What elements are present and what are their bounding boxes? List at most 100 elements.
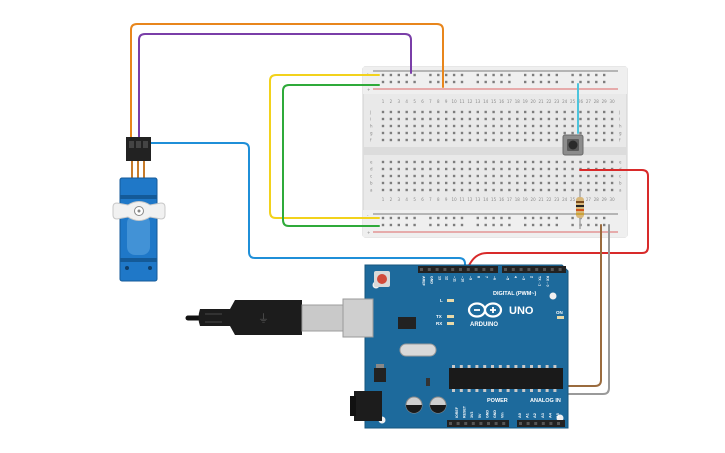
top-pin-label: ~9: [469, 276, 473, 280]
column-number-top: 16: [499, 99, 505, 104]
usb-chip: [398, 317, 416, 329]
column-number-bottom: 4: [405, 197, 408, 202]
breadboard-hole: [413, 117, 416, 121]
servo-power-wire[interactable]: [130, 23, 444, 139]
rail-hole: [429, 80, 432, 84]
rail-hole: [555, 216, 558, 220]
column-number-bottom: 24: [562, 197, 568, 202]
dc-power-jack[interactable]: [354, 391, 382, 421]
push-button-cap[interactable]: [568, 140, 578, 150]
breadboard-hole: [603, 181, 606, 185]
column-number-top: 28: [594, 99, 600, 104]
resistor: [576, 190, 584, 229]
power-pin-label: Vin: [501, 412, 505, 418]
top-pin-label: ~6: [493, 276, 497, 280]
breadboard-hole: [484, 174, 487, 178]
breadboard-hole: [452, 138, 456, 142]
breadboard-hole: [452, 131, 456, 135]
mount-hole-3: [556, 414, 564, 422]
rail-hole: [389, 216, 393, 220]
servo-mount-hole-2: [148, 266, 152, 270]
rail-hole: [508, 223, 511, 227]
breadboard-hole: [516, 188, 519, 192]
breadboard-hole: [429, 181, 432, 185]
power-pin-label: 3V3: [470, 412, 474, 418]
breadboard-hole: [531, 188, 535, 192]
breadboard-hole: [539, 124, 543, 128]
servo-signal-wire[interactable]: [149, 142, 466, 271]
reset-button[interactable]: [377, 274, 387, 284]
chip-leg: [522, 389, 526, 392]
rail-hole: [531, 80, 535, 84]
small-chip-1: [426, 378, 430, 386]
breadboard-hole: [587, 138, 590, 142]
breadboard-hole: [579, 117, 582, 121]
breadboard-hole: [508, 110, 511, 114]
header-hole: [443, 268, 447, 271]
rail-hole: [460, 73, 464, 77]
rail-hole: [381, 73, 385, 77]
breadboard-hole: [571, 124, 574, 128]
chip-leg: [530, 365, 533, 368]
breadboard-hole: [468, 167, 472, 171]
breadboard-hole: [595, 160, 598, 164]
breadboard-hole: [437, 110, 440, 114]
rail-hole: [603, 80, 606, 84]
breadboard-hole: [547, 160, 551, 164]
breadboard-hole: [563, 160, 566, 164]
rail-hole: [484, 223, 487, 227]
breadboard-hole: [555, 160, 558, 164]
breadboard-hole: [421, 188, 424, 192]
breadboard-hole: [508, 138, 511, 142]
rail-hole: [460, 216, 464, 220]
rail-link-yellow-wire[interactable]: [269, 74, 380, 219]
breadboard-hole: [381, 167, 385, 171]
push-button[interactable]: [562, 134, 584, 156]
breadboard-hole: [405, 181, 408, 185]
servo-ear-bottom: [120, 258, 157, 262]
rail-link-green-wire[interactable]: [282, 84, 380, 227]
header-hole: [543, 268, 546, 271]
rail-hole: [452, 216, 456, 220]
column-number-bottom: 10: [452, 197, 458, 202]
breadboard-holes: [381, 73, 614, 227]
breadboard-hole: [516, 110, 519, 114]
breadboard-hole: [405, 110, 408, 114]
breadboard-hole: [508, 181, 511, 185]
breadboard-hole: [508, 124, 511, 128]
chip-leg: [459, 365, 463, 368]
header-hole: [471, 422, 475, 425]
red-power-wire[interactable]: [465, 169, 649, 271]
breadboard-hole: [421, 110, 424, 114]
breadboard-hole: [397, 110, 400, 114]
rail-hole: [500, 216, 503, 220]
row-letter: a: [619, 188, 622, 193]
breadboard-hole: [508, 188, 511, 192]
breadboard-hole: [587, 131, 590, 135]
header-hole: [549, 422, 553, 425]
header-hole: [535, 268, 539, 271]
rail-hole: [555, 223, 558, 227]
top-pin-label: ~10: [461, 276, 465, 282]
breadboard-hole: [405, 188, 408, 192]
servo-ear-top: [120, 195, 157, 199]
breadboard-hole: [531, 181, 535, 185]
rail-hole: [429, 223, 432, 227]
breadboard-hole: [587, 174, 590, 178]
column-number-top: 2: [390, 99, 393, 104]
servo-ground-wire[interactable]: [138, 33, 412, 139]
header-hole: [459, 268, 462, 271]
servo-motor[interactable]: [112, 137, 166, 282]
breadboard-hole: [547, 181, 551, 185]
breadboard-hole: [571, 174, 574, 178]
breadboard-hole: [539, 181, 543, 185]
chip-leg: [514, 389, 518, 392]
breadboard-hole: [524, 138, 527, 142]
rail-hole: [389, 73, 393, 77]
breadboard-hole: [595, 181, 598, 185]
breadboard-hole: [539, 117, 543, 121]
breadboard-hole: [445, 117, 448, 121]
breadboard-hole: [563, 117, 566, 121]
led-on: [557, 316, 564, 319]
